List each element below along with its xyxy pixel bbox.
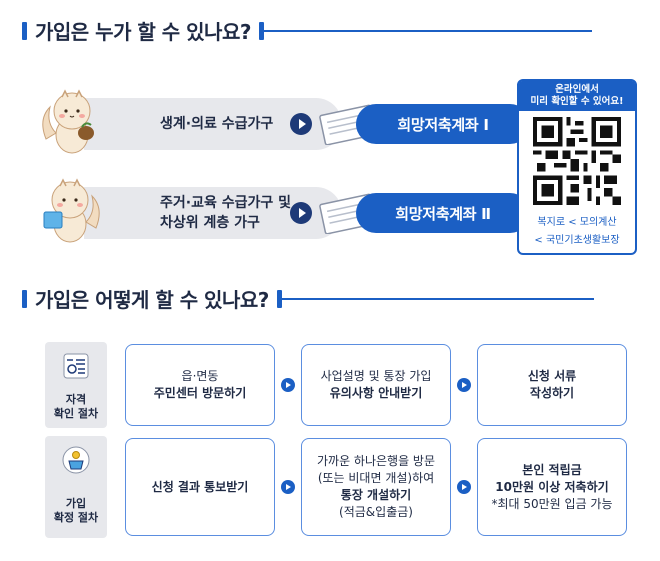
step-line-bold: 본인 적립금 xyxy=(522,462,582,477)
money-pot-icon xyxy=(62,446,90,474)
procedure-step-box: 본인 적립금 10만원 이상 저축하기 *최대 50만원 입금 가능 xyxy=(477,438,627,536)
procedure-label-eligibility: 자격 확인 절차 xyxy=(45,342,107,428)
eligibility-row-1: 생계·의료 수급가구 희망저축계좌 Ⅰ xyxy=(40,89,530,154)
account-badge: 희망저축계좌 Ⅰ xyxy=(356,104,530,144)
procedure-label-line: 확정 절차 xyxy=(53,511,99,524)
play-arrow-icon xyxy=(457,480,471,494)
title-bar-left xyxy=(22,289,27,308)
qr-panel-heading: 온라인에서 미리 확인할 수 있어요! xyxy=(519,81,635,111)
step-line-bold: 신청 서류 xyxy=(527,369,577,383)
step-line: (적금&입출금) xyxy=(339,505,413,519)
title-bar-right xyxy=(276,289,282,308)
title-line xyxy=(263,29,592,32)
eligibility-group-line: 차상위 계층 가구 xyxy=(160,215,260,231)
procedure-step-box: 신청 서류 작성하기 xyxy=(477,344,627,426)
account-badge: 희망저축계좌 Ⅱ xyxy=(356,193,530,233)
step-line-bold: 통장 개설하기 xyxy=(340,488,412,502)
step-line-bold: 신청 결과 통보받기 xyxy=(151,479,249,494)
procedure-step-box: 가까운 하나은행을 방문 (또는 비대면 개설)하여 통장 개설하기 (적금&입… xyxy=(301,438,451,536)
squirrel-mascot-icon xyxy=(43,178,100,243)
eligibility-row-2: 주거·교육 수급가구 및 차상위 계층 가구 희망저축계좌 Ⅱ xyxy=(40,178,530,243)
section-title-how-text: 가입은 어떻게 할 수 있나요? xyxy=(35,288,269,312)
procedure-label-enrollment: 가입 확정 절차 xyxy=(45,436,107,538)
qr-caption-line2: < 국민기초생활보장 xyxy=(534,235,620,246)
step-line-bold: 작성하기 xyxy=(529,386,575,400)
step-line-bold: 유의사항 안내받기 xyxy=(329,386,423,400)
eligibility-group-line: 생계·의료 수급가구 xyxy=(160,116,274,132)
step-line-bold: 주민센터 방문하기 xyxy=(153,386,247,400)
procedure-label-line: 자격 xyxy=(65,393,87,406)
step-line: 읍·면동 xyxy=(181,369,219,383)
procedure-label-line: 가입 xyxy=(65,497,87,510)
qr-heading-line: 미리 확인할 수 있어요! xyxy=(530,96,624,107)
eligibility-group-text: 주거·교육 수급가구 및 차상위 계층 가구 xyxy=(160,184,291,242)
procedure-label-line: 확인 절차 xyxy=(53,407,99,420)
section-title-who: 가입은 누가 할 수 있나요? xyxy=(22,16,592,45)
procedure-step-box: 사업설명 및 통장 가입 유의사항 안내받기 xyxy=(301,344,451,426)
title-bar-left xyxy=(22,21,27,40)
step-line: 사업설명 및 통장 가입 xyxy=(320,369,432,383)
checklist-icon xyxy=(63,353,89,379)
play-arrow-icon xyxy=(290,113,312,135)
step-line-bold: 10만원 이상 저축하기 xyxy=(495,479,609,494)
qr-caption-line1: 복지로 < 모의계산 xyxy=(537,217,617,228)
eligibility-group-text: 생계·의료 수급가구 xyxy=(160,95,273,153)
eligibility-group-line: 주거·교육 수급가구 및 xyxy=(160,195,291,211)
play-arrow-icon xyxy=(281,480,295,494)
section-title-who-text: 가입은 누가 할 수 있나요? xyxy=(35,20,251,44)
step-line: *최대 50만원 입금 가능 xyxy=(491,496,613,511)
play-arrow-icon xyxy=(457,378,471,392)
play-arrow-icon xyxy=(281,378,295,392)
title-line xyxy=(281,297,594,300)
procedure-step-box: 신청 결과 통보받기 xyxy=(125,438,275,536)
qr-heading-line: 온라인에서 xyxy=(555,84,599,95)
step-line: 가까운 하나은행을 방문 xyxy=(316,454,436,468)
procedure-step-box: 읍·면동 주민센터 방문하기 xyxy=(125,344,275,426)
squirrel-mascot-icon xyxy=(42,89,94,154)
qr-code-icon[interactable] xyxy=(533,117,621,205)
section-title-how: 가입은 어떻게 할 수 있나요? xyxy=(22,284,594,313)
title-bar-right xyxy=(258,21,264,40)
step-line: (또는 비대면 개설)하여 xyxy=(317,471,435,485)
play-arrow-icon xyxy=(290,202,312,224)
qr-panel: 온라인에서 미리 확인할 수 있어요! 복지로 < 모의계산 < 국민기초생활보… xyxy=(517,79,637,255)
